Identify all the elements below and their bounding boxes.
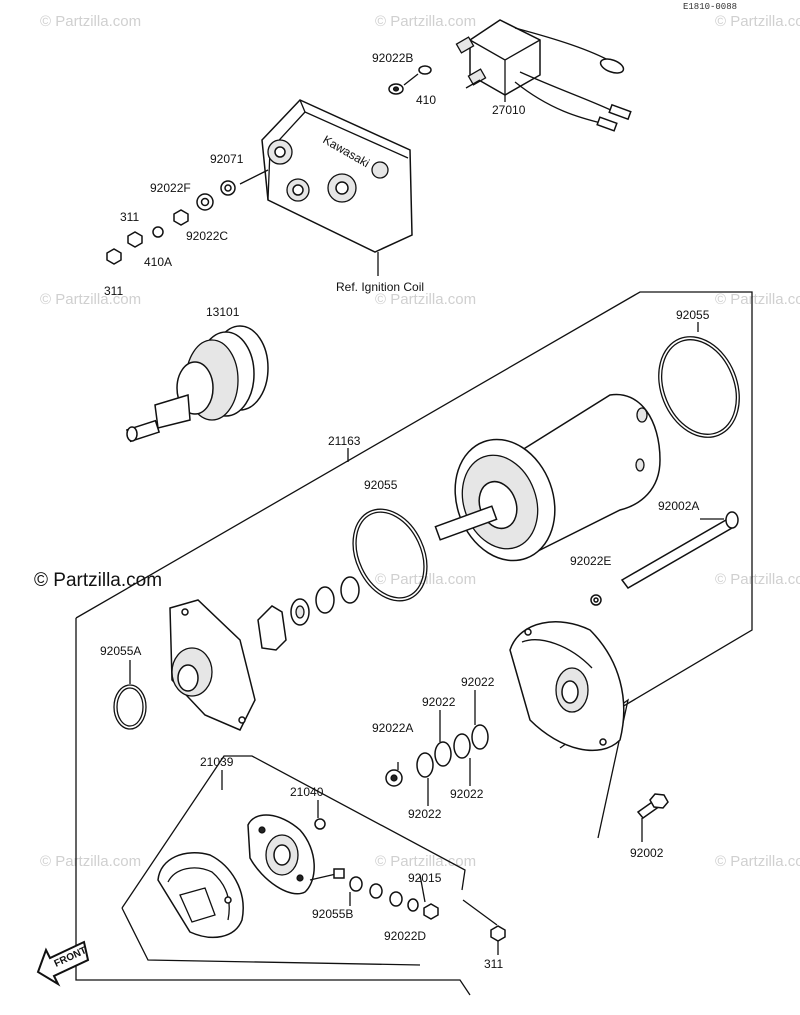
starter-relay (455, 19, 632, 132)
part-label: 92055 (676, 308, 710, 322)
washers-front (257, 576, 360, 651)
part-label: 410 (416, 93, 436, 107)
part-label: 21163 (328, 434, 361, 448)
watermark: © Partzilla.com (715, 853, 800, 870)
watermark: © Partzilla.com (40, 13, 141, 30)
part-label: 92022 (461, 675, 495, 689)
watermark: © Partzilla.com (715, 13, 800, 30)
part-label: 27010 (492, 103, 526, 117)
part-label: 92022 (450, 787, 484, 801)
part-label: 13101 (206, 305, 240, 319)
watermark: © Partzilla.com (375, 291, 476, 308)
brush-holder-cup (157, 852, 244, 939)
rear-cover (509, 621, 625, 752)
diagram-code: E1810-0088 (683, 2, 737, 12)
part-label: 311 (484, 957, 503, 971)
part-label: 92022 (408, 807, 442, 821)
part-label: 311 (104, 284, 123, 298)
watermark: © Partzilla.com (375, 853, 476, 870)
watermark: © Partzilla.com (375, 13, 476, 30)
part-label: 92055A (100, 644, 141, 658)
washers-rear (385, 690, 489, 806)
front-cover (169, 599, 256, 731)
bolt-92002 (636, 793, 669, 842)
part-labels: 92022B 410 27010 92071 92022F 311 92022C… (100, 51, 710, 971)
part-label: 92002A (658, 499, 699, 513)
watermark: © Partzilla.com (40, 291, 141, 308)
part-label: 92022A (372, 721, 413, 735)
part-label: 92022F (150, 181, 191, 195)
watermark: © Partzilla.com (715, 291, 800, 308)
watermark: © Partzilla.com (715, 571, 800, 588)
part-label: 410A (144, 255, 172, 269)
through-bolt (590, 511, 739, 606)
part-label: 21040 (290, 785, 324, 799)
part-label: 92002 (630, 846, 664, 860)
part-label: 92022D (384, 929, 426, 943)
brush-holder-outline (121, 755, 498, 966)
ref-ignition-coil-label: Ref. Ignition Coil (336, 280, 424, 294)
part-label: 92055B (312, 907, 353, 921)
watermark: © Partzilla.com (40, 853, 141, 870)
part-label: 92055 (364, 478, 398, 492)
starter-clutch (125, 325, 269, 443)
part-label: 92022C (186, 229, 228, 243)
part-label: 92071 (210, 152, 244, 166)
front-arrow: FRONT (36, 940, 90, 987)
starter-motor-yoke (434, 393, 661, 562)
part-label: 92022 (422, 695, 456, 709)
watermarks: © Partzilla.com © Partzilla.com © Partzi… (34, 13, 800, 870)
part-label: 92022B (372, 51, 413, 65)
brush-plate (247, 800, 345, 895)
top-fasteners (106, 65, 432, 265)
watermark-bold: © Partzilla.com (34, 570, 162, 591)
part-label: 311 (120, 210, 139, 224)
ignition-coil-housing: Kawasaki Ref. Ignition Coil (261, 99, 424, 294)
part-label: 92022E (570, 554, 611, 568)
terminal-hardware (349, 874, 506, 955)
part-label: 21039 (200, 755, 234, 769)
part-label: 92015 (408, 871, 442, 885)
